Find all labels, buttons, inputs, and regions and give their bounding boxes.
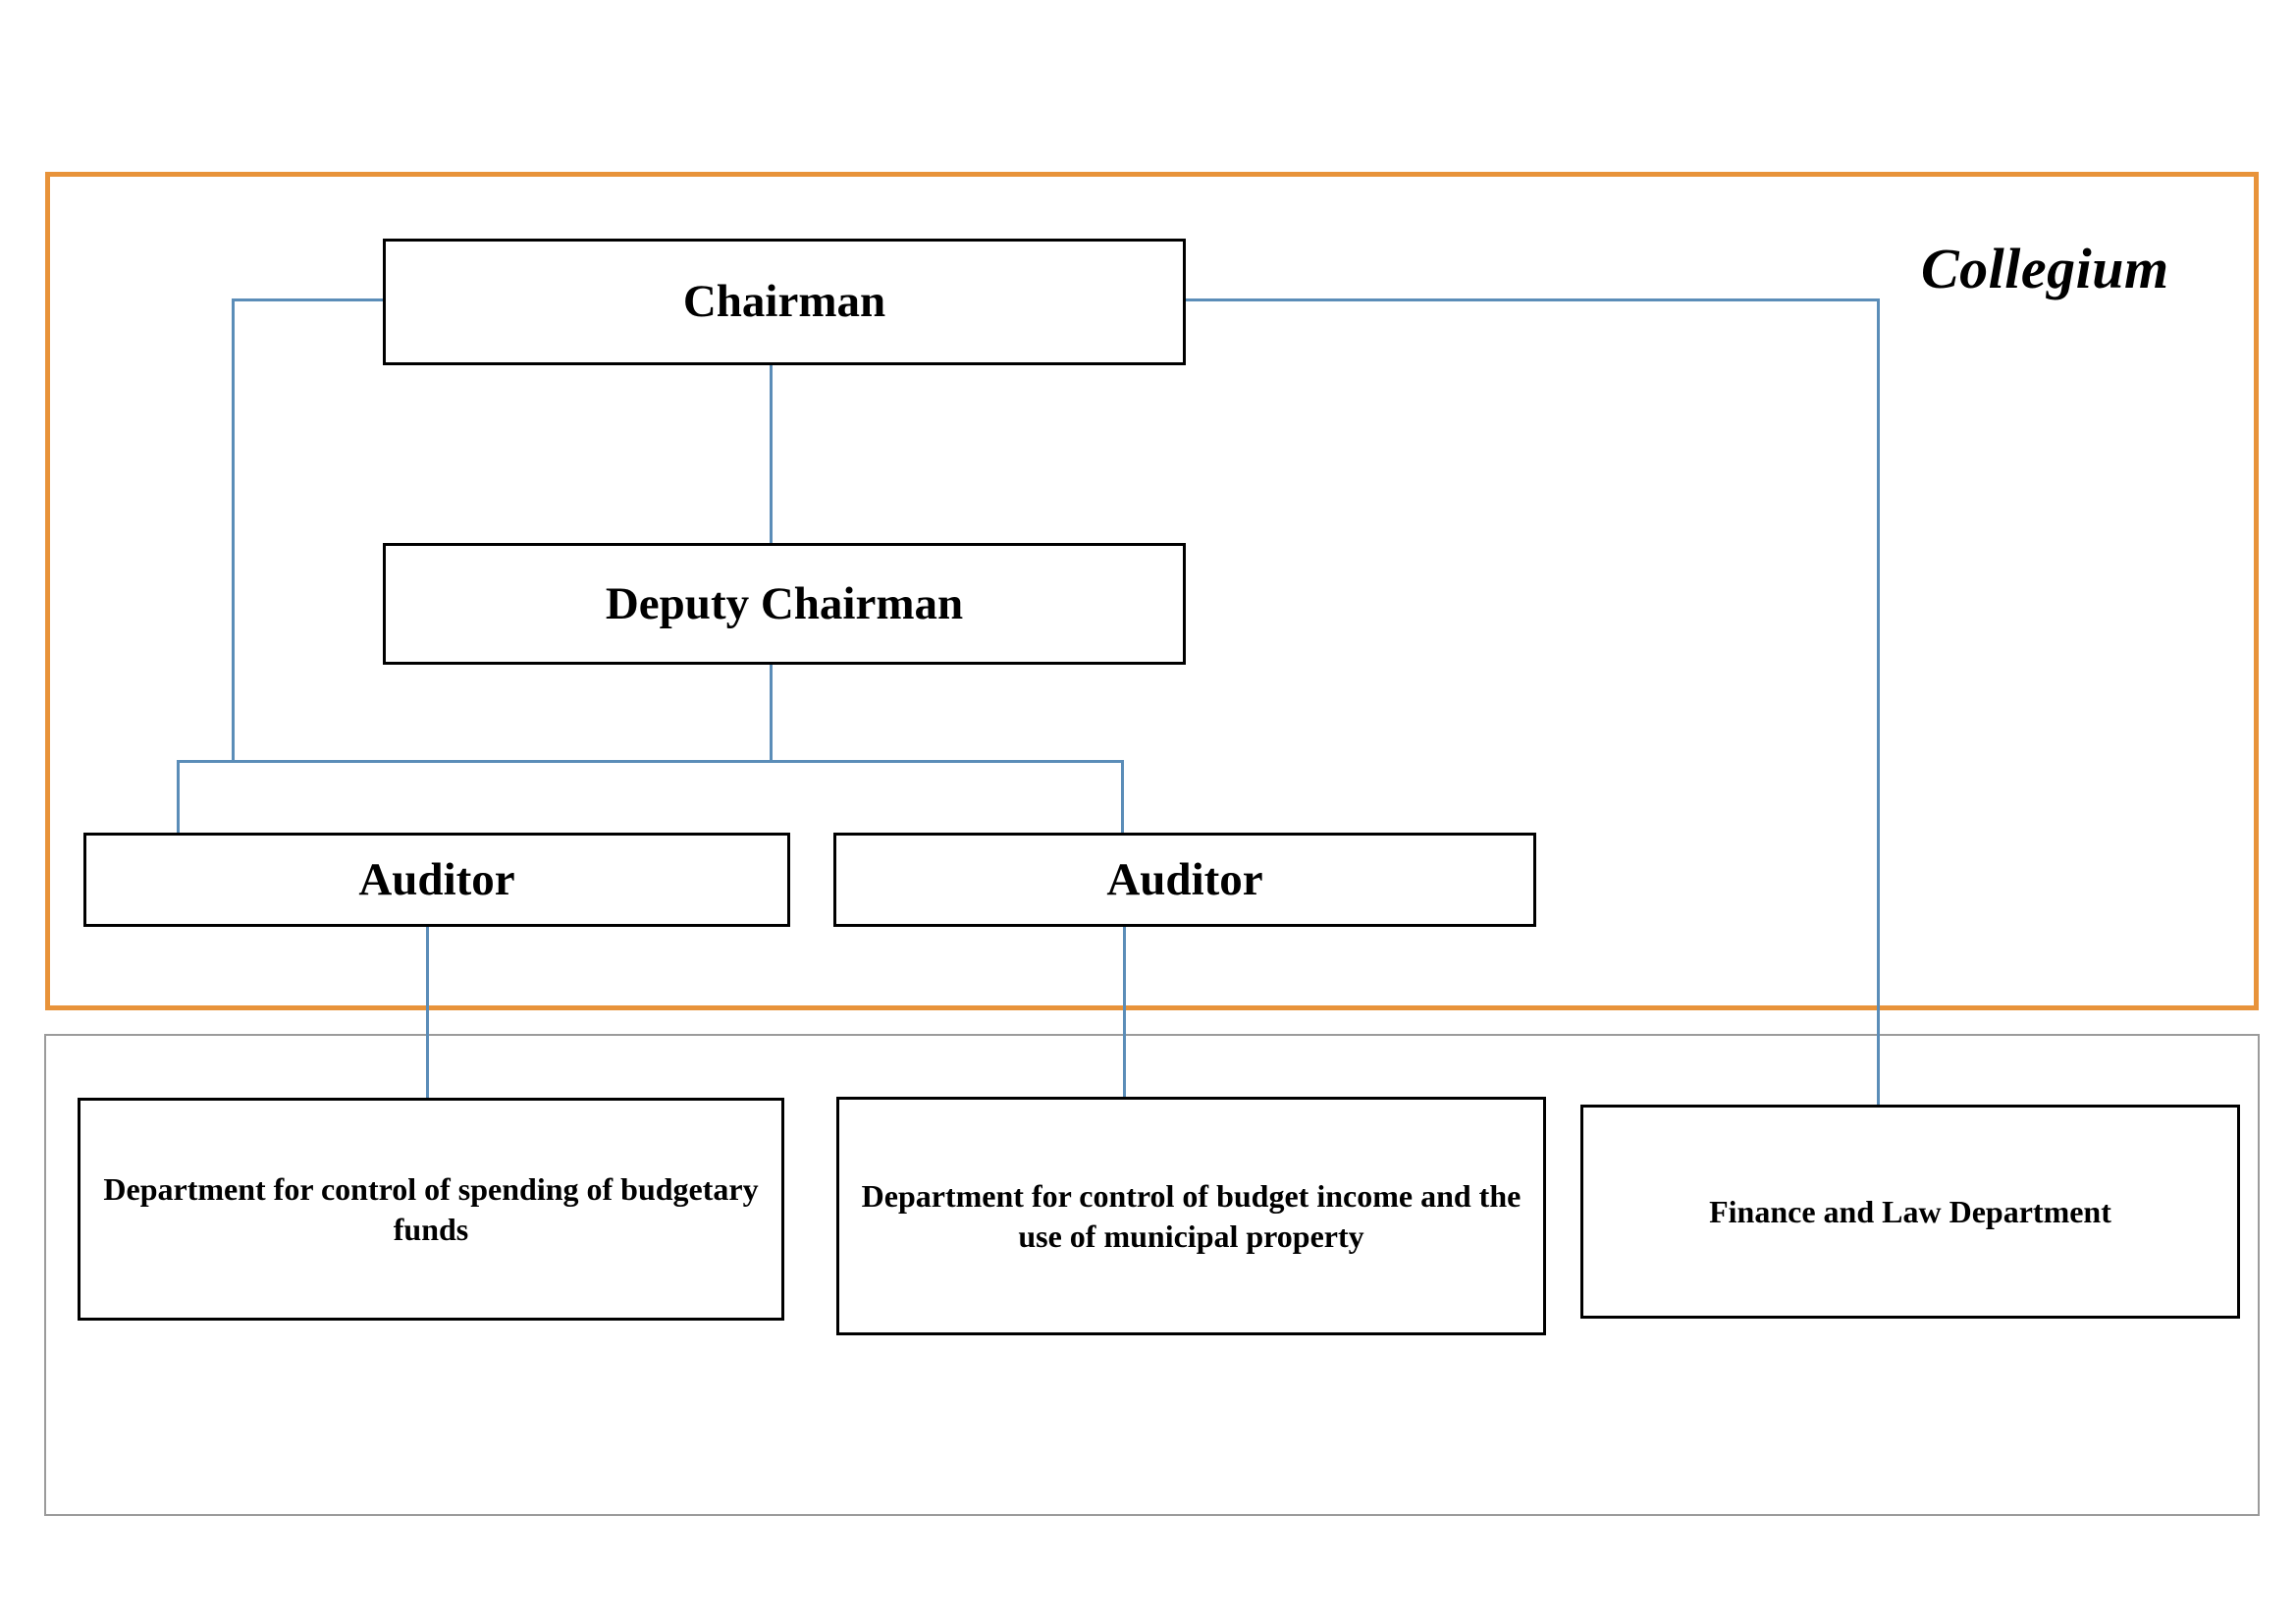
node-auditor-2[interactable]: Auditor [833, 833, 1536, 927]
connector-chairman-to-left-riser [232, 298, 385, 301]
node-auditor-1-label: Auditor [358, 853, 515, 905]
connector-bus-to-auditor-2 [1121, 760, 1124, 835]
connector-auditor-1-to-department-1 [426, 926, 429, 1101]
group-collegium-label: Collegium [1921, 237, 2169, 300]
connector-bus-to-auditor-1 [177, 760, 180, 835]
connector-left-riser-vertical [232, 298, 235, 762]
group-collegium [45, 172, 2259, 1010]
node-department-budget-income-control-label: Department for control of budget income … [861, 1177, 1522, 1254]
node-deputy-chairman-label: Deputy Chairman [605, 577, 964, 629]
node-finance-and-law-department-label: Finance and Law Department [1709, 1193, 2111, 1229]
node-finance-and-law-department[interactable]: Finance and Law Department [1580, 1105, 2240, 1319]
node-department-spending-control-label: Department for control of spending of bu… [103, 1170, 759, 1247]
connector-chairman-to-right-riser [1185, 298, 1880, 301]
connector-chairman-to-deputy-chairman [770, 364, 773, 545]
node-department-spending-control[interactable]: Department for control of spending of bu… [78, 1098, 784, 1321]
connector-auditors-bus [177, 760, 1124, 763]
connector-auditor-2-to-department-2 [1123, 926, 1126, 1100]
connector-deputy-chairman-to-bus [770, 664, 773, 762]
group-departments [44, 1034, 2260, 1516]
node-chairman-label: Chairman [682, 276, 886, 328]
connector-chairman-to-finance-law-department [1877, 298, 1880, 1107]
node-deputy-chairman[interactable]: Deputy Chairman [383, 543, 1186, 665]
node-auditor-1[interactable]: Auditor [83, 833, 790, 927]
node-department-budget-income-control[interactable]: Department for control of budget income … [836, 1097, 1546, 1335]
node-chairman[interactable]: Chairman [383, 239, 1186, 365]
node-auditor-2-label: Auditor [1106, 853, 1263, 905]
